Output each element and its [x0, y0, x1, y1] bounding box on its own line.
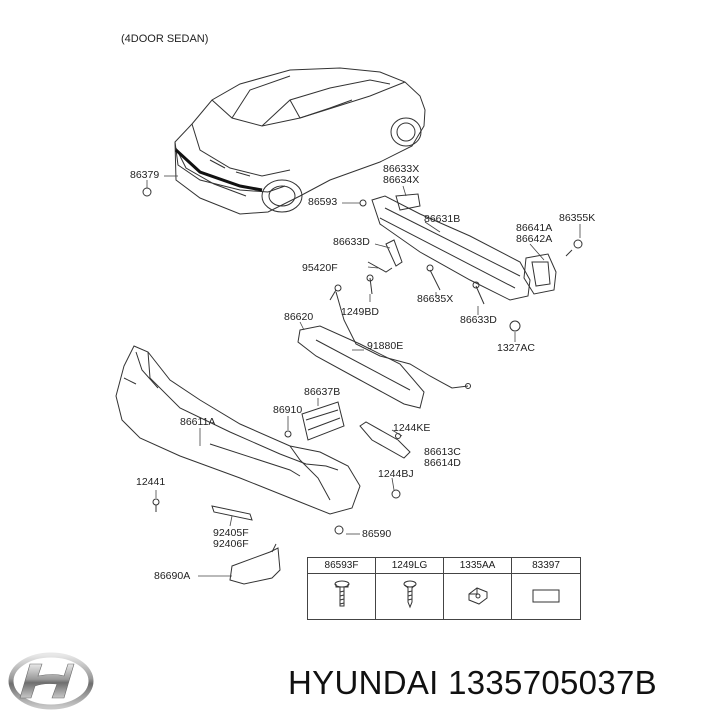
part-label-95420f: 95420F: [302, 262, 338, 274]
part-label-86910: 86910: [273, 404, 303, 416]
part-label-1327ac: 1327AC: [497, 342, 535, 354]
part-label-86642a: 86642A: [516, 233, 553, 245]
part-label-86614d: 86614D: [424, 457, 461, 469]
part-label-86641a-86642a: 86641A 86642A: [516, 223, 552, 245]
part-label-86611a: 86611A: [180, 416, 216, 428]
legend-header-86593f: 86593F: [308, 558, 375, 574]
part-label-92406f: 92406F: [213, 538, 249, 550]
brand-part-number: HYUNDAI 1335705037B: [288, 664, 657, 702]
legend-cell-1249lg: 1249LG: [376, 558, 444, 619]
bolt-with-washer-icon: [334, 580, 349, 607]
legend-cell-83397: 83397: [512, 558, 580, 619]
part-label-86631b: 86631B: [424, 213, 461, 225]
fasteners-drawing: [142, 187, 521, 535]
part-label-86633d-lower: 86633D: [460, 314, 497, 326]
variant-label: (4DOOR SEDAN): [121, 33, 209, 45]
part-label-86613c-86614d: 86613C 86614D: [424, 447, 461, 469]
bracket-86637b-drawing: [301, 401, 345, 441]
part-label-12441: 12441: [136, 476, 166, 488]
legend-header-1249lg: 1249LG: [376, 558, 443, 574]
part-label-86633x: 86633X: [383, 163, 420, 175]
screw-icon: [403, 580, 416, 609]
part-label-1244bj: 1244BJ: [378, 468, 414, 480]
part-label-86593: 86593: [308, 196, 338, 208]
car-illustration: [174, 67, 426, 215]
part-label-86637b: 86637B: [304, 386, 341, 398]
hyundai-logo-icon: [8, 652, 94, 710]
part-label-86690a: 86690A: [154, 570, 191, 582]
reflector-drawing: [211, 505, 253, 521]
part-label-92405f-92406f: 92405F 92406F: [213, 528, 249, 550]
part-label-86633d-upper: 86633D: [333, 236, 370, 248]
legend-header-1335aa: 1335AA: [444, 558, 511, 574]
part-label-86613c: 86613C: [424, 446, 461, 458]
pad-icon: [532, 589, 560, 603]
fastener-legend-table: 86593F 1249LG 1335AA: [307, 557, 581, 620]
part-number: 1335705037B: [448, 664, 657, 701]
part-label-91880e: 91880E: [367, 340, 404, 352]
part-label-86634x: 86634X: [383, 174, 420, 186]
wiring-drawing: [335, 291, 471, 389]
undercover-drawing: [229, 543, 281, 585]
leader-lines: [146, 175, 581, 577]
part-label-1249bd: 1249BD: [341, 306, 379, 318]
legend-cell-86593f: 86593F: [308, 558, 376, 619]
rear-beam-drawing: [371, 193, 583, 301]
part-label-86641a: 86641A: [516, 222, 553, 234]
absorber-drawing: [297, 284, 425, 409]
clip-nut-icon: [468, 587, 487, 605]
brand-name: HYUNDAI: [288, 664, 439, 701]
part-label-86633x-86634x: 86633X 86634X: [383, 164, 419, 186]
bumper-cover-drawing: [115, 345, 361, 515]
part-label-86590: 86590: [362, 528, 392, 540]
part-label-92405f: 92405F: [213, 527, 249, 539]
part-label-86620: 86620: [284, 311, 314, 323]
part-label-86635x: 86635X: [417, 293, 454, 305]
legend-cell-1335aa: 1335AA: [444, 558, 512, 619]
legend-header-83397: 83397: [512, 558, 580, 574]
part-label-86355k: 86355K: [559, 212, 596, 224]
part-label-1244ke: 1244KE: [393, 422, 431, 434]
part-label-86379: 86379: [130, 169, 160, 181]
